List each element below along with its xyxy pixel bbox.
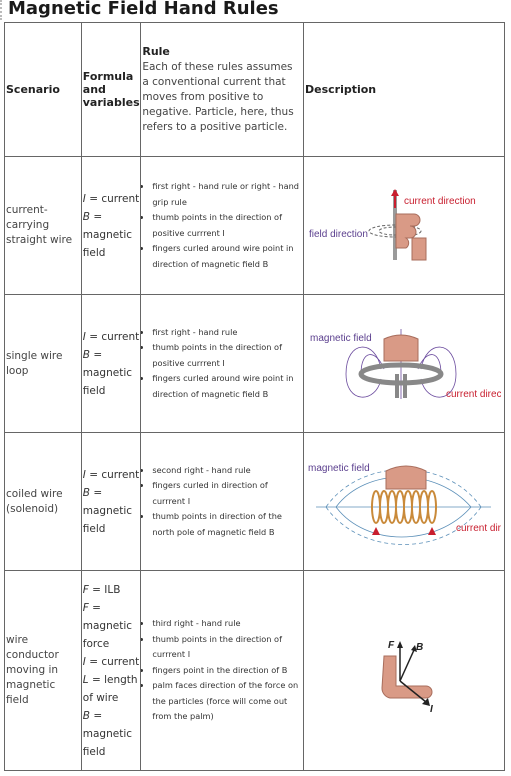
formula-cell: I = current B = magnetic field	[80, 294, 142, 433]
field-label: B	[416, 642, 423, 653]
table-row: single wire loop I = current B = magneti…	[4, 294, 506, 433]
rule-item: thumb points in the direction of positiv…	[152, 210, 302, 241]
description-cell: F B I	[302, 570, 506, 771]
header-rule-label: Rule	[142, 44, 170, 58]
formula-line: I = current	[82, 192, 140, 205]
rule-item: fingers point in the direction of B	[152, 663, 302, 679]
header-description: Description	[302, 22, 506, 157]
solenoid-field-icon: magnetic field current direction	[308, 463, 501, 545]
right-hand-grip-wire-icon: current direction field direction	[309, 188, 476, 260]
scenario-cell: coiled wire (solenoid)	[4, 432, 82, 571]
table-header-row: Scenario Formula and variables Rule Each…	[4, 22, 506, 157]
formula-line: B = magnetic field	[82, 709, 133, 758]
table-row: wire conductor moving in magnetic field …	[4, 570, 506, 771]
formula-line: F = ILB	[82, 583, 121, 596]
description-cell: magnetic field current direction	[302, 432, 506, 571]
formula-line: I = current	[82, 330, 140, 343]
formula-line: B = magnetic field	[82, 210, 133, 259]
header-rule: Rule Each of these rules assumes a conve…	[140, 22, 304, 157]
rule-item: palm faces direction of the force on the…	[152, 678, 302, 725]
magnetic-field-label: magnetic field	[310, 333, 372, 344]
rule-item: thumb points in the direction of currren…	[152, 632, 302, 663]
formula-line: B = magnetic field	[82, 348, 133, 397]
page-title: Magnetic Field Hand Rules	[8, 0, 279, 19]
current-direction-label: current direction	[404, 196, 476, 207]
rule-item: thumb points in direction of the north p…	[152, 509, 302, 540]
scenario-cell: wire conductor moving in magnetic field	[4, 570, 82, 771]
table-row: current-carrying straight wire I = curre…	[4, 156, 506, 295]
formula-line: B = magnetic field	[82, 486, 133, 535]
drag-handle[interactable]	[0, 0, 5, 20]
rule-cell: first right - hand rule thumb points in …	[140, 294, 304, 433]
formula-cell: I = current B = magnetic field	[80, 156, 142, 295]
description-cell: current direction field direction	[302, 156, 506, 295]
rule-item: third right - hand rule	[152, 616, 302, 632]
formula-cell: F = ILB F = magnetic force I = current L…	[80, 570, 142, 771]
rule-item: fingers curled around wire point in dire…	[152, 371, 302, 402]
rule-item: first right - hand rule	[152, 325, 302, 341]
current-label: I	[430, 704, 433, 715]
rule-cell: third right - hand rule thumb points in …	[140, 570, 304, 771]
third-right-hand-rule-icon: F B I	[381, 640, 433, 715]
hand-rules-table: Scenario Formula and variables Rule Each…	[4, 22, 506, 771]
scenario-cell: current-carrying straight wire	[4, 156, 82, 295]
scenario-cell: single wire loop	[4, 294, 82, 433]
header-scenario: Scenario	[4, 22, 82, 157]
formula-line: I = current	[82, 655, 140, 668]
header-rule-note: Each of these rules assumes a convention…	[142, 60, 294, 133]
formula-line: I = current	[82, 468, 140, 481]
rule-item: thumb points in the direction of positiv…	[152, 340, 302, 371]
description-cell: magnetic field current direction	[302, 294, 506, 433]
rule-cell: second right - hand rule fingers curled …	[140, 432, 304, 571]
formula-line: F = magnetic force	[82, 601, 133, 650]
wire-loop-field-icon: magnetic field current direction	[310, 328, 501, 400]
force-label: F	[388, 640, 395, 651]
formula-cell: I = current B = magnetic field	[80, 432, 142, 571]
rule-cell: first right - hand rule or right - hand …	[140, 156, 304, 295]
table-row: coiled wire (solenoid) I = current B = m…	[4, 432, 506, 571]
rule-item: second right - hand rule	[152, 463, 302, 479]
formula-line: L = length of wire	[82, 673, 138, 704]
field-direction-label: field direction	[309, 229, 368, 240]
rule-item: fingers curled in direction of currrent …	[152, 478, 302, 509]
magnetic-field-label: magnetic field	[308, 463, 370, 474]
current-direction-label: current direction	[446, 389, 501, 400]
rule-item: first right - hand rule or right - hand …	[152, 179, 302, 210]
header-formula: Formula and variables	[80, 22, 142, 157]
page-header: Magnetic Field Hand Rules	[0, 0, 511, 22]
rule-item: fingers curled around wire point in dire…	[152, 241, 302, 272]
current-direction-label: current direction	[456, 523, 501, 534]
